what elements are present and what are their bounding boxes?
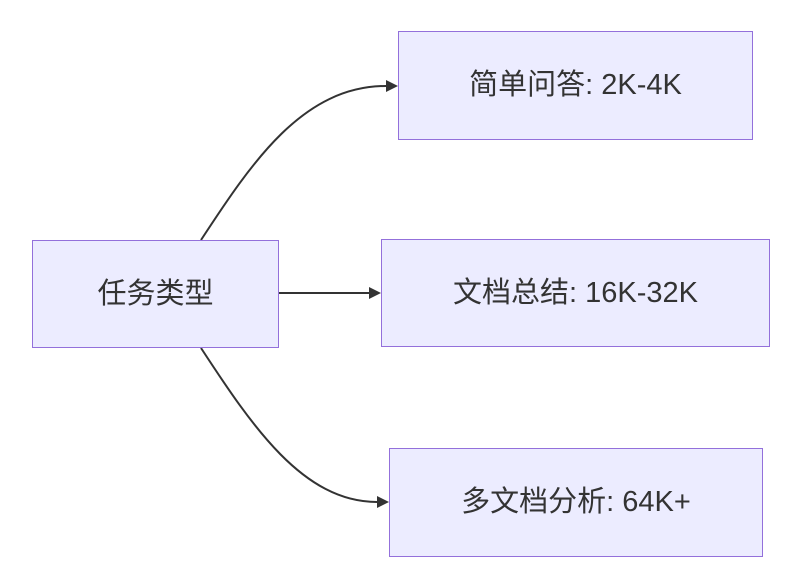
node-multi-doc: 多文档分析: 64K+ (389, 448, 763, 557)
node-task-type-label: 任务类型 (97, 277, 214, 310)
node-doc-summary: 文档总结: 16K-32K (381, 239, 770, 347)
edge-arrow-to-simple-qa (200, 80, 398, 241)
node-task-type: 任务类型 (32, 240, 279, 348)
node-simple-qa: 简单问答: 2K-4K (398, 31, 753, 140)
edge-arrow-to-multi-doc (200, 347, 389, 508)
node-simple-qa-label: 简单问答: 2K-4K (469, 69, 682, 102)
node-multi-doc-label: 多文档分析: 64K+ (461, 486, 691, 519)
node-doc-summary-label: 文档总结: 16K-32K (453, 276, 698, 309)
